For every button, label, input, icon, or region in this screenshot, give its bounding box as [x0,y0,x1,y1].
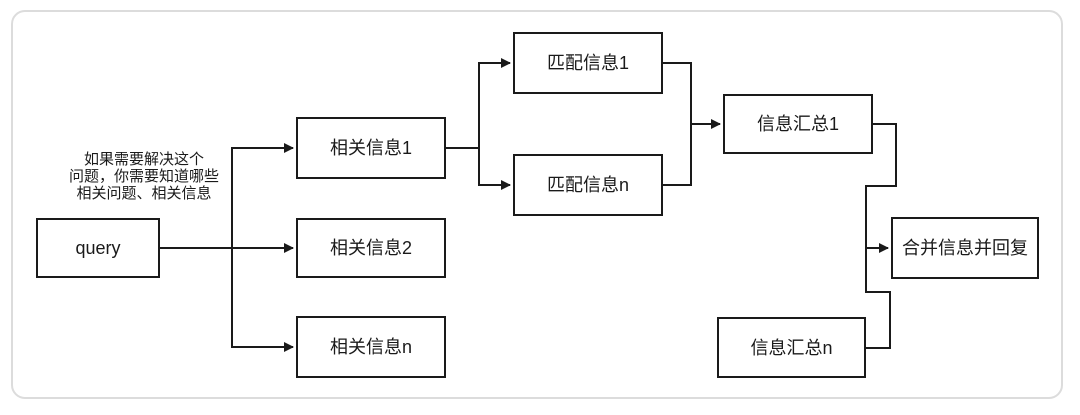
edge-query-to-related1 [231,143,294,248]
edge-summaryN-to-merge [865,249,891,349]
node-related-info-1: 相关信息1 [296,117,446,179]
node-query: query [36,218,160,278]
edge-matchN-to-summary1 [663,124,692,186]
edge-related1-to-match1 [446,58,511,149]
node-related-info-2: 相关信息2 [296,218,446,278]
edge-match1-to-summary1 [663,62,721,129]
edge-annotation-note: 如果需要解决这个 问题，你需要知道哪些 相关问题、相关信息 [68,151,219,202]
edge-query-to-relatedN [231,248,294,352]
node-related-info-n: 相关信息n [296,316,446,378]
node-merge-and-reply: 合并信息并回复 [891,217,1039,279]
node-info-summary-1: 信息汇总1 [723,94,873,154]
node-info-summary-n: 信息汇总n [717,317,866,378]
edge-related1-to-matchN [478,148,511,190]
node-match-info-1: 匹配信息1 [513,32,663,94]
node-match-info-n: 匹配信息n [513,154,663,216]
edge-summary1-to-merge [865,123,897,253]
